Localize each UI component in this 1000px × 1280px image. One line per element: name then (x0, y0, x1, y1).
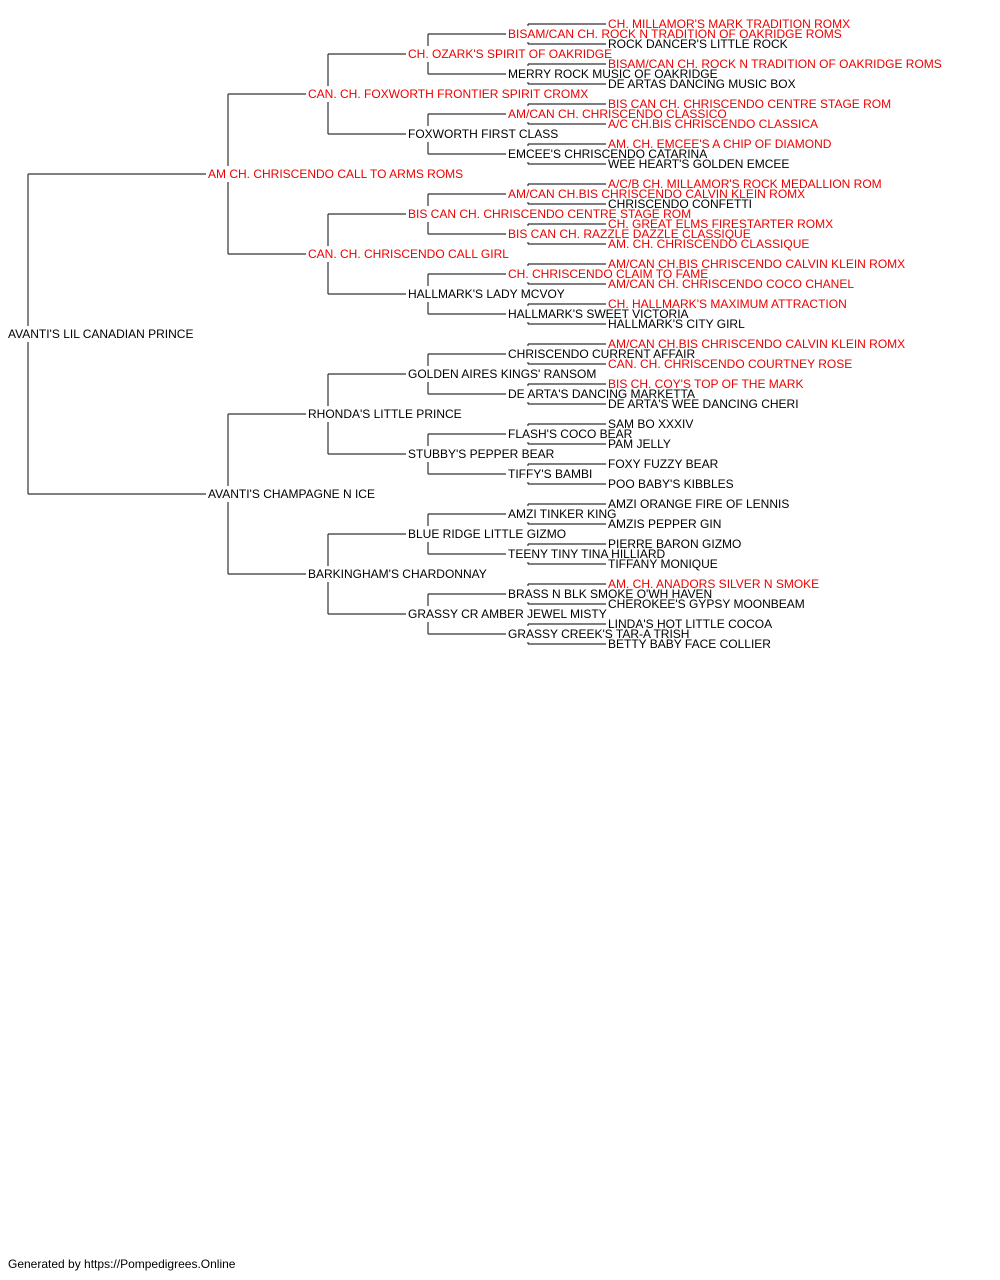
dog-name-gen-5: CH. HALLMARK'S MAXIMUM ATTRACTION (608, 297, 847, 311)
dog-name-gen-4: CH. CHRISCENDO CLAIM TO FAME (508, 267, 708, 281)
dog-name-gen-4: EMCEE'S CHRISCENDO CATARINA (508, 147, 707, 161)
dog-name-gen-5: CHEROKEE'S GYPSY MOONBEAM (608, 597, 805, 611)
dog-name-gen-5: HALLMARK'S CITY GIRL (608, 317, 745, 331)
dog-name-gen-5: AMZI ORANGE FIRE OF LENNIS (608, 497, 789, 511)
dog-name-gen-2: CAN. CH. CHRISCENDO CALL GIRL (308, 247, 509, 261)
dog-name-gen-5: ROCK DANCER'S LITTLE ROCK (608, 37, 788, 51)
dog-name-gen-4: TIFFY'S BAMBI (508, 467, 592, 481)
dog-name-gen-4: BISAM/CAN CH. ROCK N TRADITION OF OAKRID… (508, 27, 842, 41)
dog-name-gen-4: FLASH'S COCO BEAR (508, 427, 633, 441)
dog-name-gen-4: GRASSY CREEK'S TAR-A TRISH (508, 627, 689, 641)
dog-name-gen-5: BIS CH. COY'S TOP OF THE MARK (608, 377, 803, 391)
dog-name-gen-4: MERRY ROCK MUSIC OF OAKRIDGE (508, 67, 718, 81)
dog-name-gen-5: AM. CH. ANADORS SILVER N SMOKE (608, 577, 819, 591)
dog-name-gen-5: CH. GREAT ELMS FIRESTARTER ROMX (608, 217, 833, 231)
dog-name-gen-4: AM/CAN CH.BIS CHRISCENDO CALVIN KLEIN RO… (508, 187, 805, 201)
dog-name-gen-2: CAN. CH. FOXWORTH FRONTIER SPIRIT CROMX (308, 87, 588, 101)
dog-name-gen-3: BLUE RIDGE LITTLE GIZMO (408, 527, 566, 541)
dog-name-gen-5: TIFFANY MONIQUE (608, 557, 718, 571)
dog-name-gen-5: AM. CH. EMCEE'S A CHIP OF DIAMOND (608, 137, 832, 151)
dog-name-gen-3: STUBBY'S PEPPER BEAR (408, 447, 555, 461)
dog-name-gen-5: SAM BO XXXIV (608, 417, 693, 431)
dog-name-gen-3: GRASSY CR AMBER JEWEL MISTY (408, 607, 607, 621)
dog-name-gen-3: HALLMARK'S LADY MCVOY (408, 287, 565, 301)
dog-name-gen-4: HALLMARK'S SWEET VICTORIA (508, 307, 689, 321)
dog-name-gen-5: AM/CAN CH. CHRISCENDO COCO CHANEL (608, 277, 854, 291)
dog-name-gen-1: AM CH. CHRISCENDO CALL TO ARMS ROMS (208, 167, 463, 181)
dog-name-gen-3: BIS CAN CH. CHRISCENDO CENTRE STAGE ROM (408, 207, 691, 221)
dog-name-gen-4: BRASS N BLK SMOKE O'WH HAVEN (508, 587, 712, 601)
dog-name-gen-5: BISAM/CAN CH. ROCK N TRADITION OF OAKRID… (608, 57, 942, 71)
dog-name-gen-4: TEENY TINY TINA HILLIARD (508, 547, 666, 561)
dog-name-gen-5: CAN. CH. CHRISCENDO COURTNEY ROSE (608, 357, 852, 371)
dog-name-gen-4: AM/CAN CH. CHRISCENDO CLASSICO (508, 107, 727, 121)
dog-name-gen-3: GOLDEN AIRES KINGS' RANSOM (408, 367, 596, 381)
footer-credit: Generated by https://Pompedigrees.Online (8, 1257, 236, 1271)
dog-name-gen-5: DE ARTA'S WEE DANCING CHERI (608, 397, 799, 411)
dog-name-gen-5: AM/CAN CH.BIS CHRISCENDO CALVIN KLEIN RO… (608, 337, 905, 351)
dog-name-gen-3: FOXWORTH FIRST CLASS (408, 127, 558, 141)
dog-name-gen-2: RHONDA'S LITTLE PRINCE (308, 407, 462, 421)
dog-name-gen-5: AMZIS PEPPER GIN (608, 517, 721, 531)
dog-name-gen-5: BETTY BABY FACE COLLIER (608, 637, 771, 651)
dog-name-gen-5: PAM JELLY (608, 437, 671, 451)
dog-name-gen-5: CHRISCENDO CONFETTI (608, 197, 752, 211)
dog-name-gen-5: A/C CH.BIS CHRISCENDO CLASSICA (608, 117, 818, 131)
dog-name-gen-4: CHRISCENDO CURRENT AFFAIR (508, 347, 695, 361)
dog-name-gen-0: AVANTI'S LIL CANADIAN PRINCE (8, 327, 193, 341)
dog-name-gen-5: WEE HEART'S GOLDEN EMCEE (608, 157, 789, 171)
dog-name-gen-5: LINDA'S HOT LITTLE COCOA (608, 617, 772, 631)
dog-name-gen-5: BIS CAN CH. CHRISCENDO CENTRE STAGE ROM (608, 97, 891, 111)
dog-name-gen-5: POO BABY'S KIBBLES (608, 477, 734, 491)
dog-name-gen-4: AMZI TINKER KING (508, 507, 616, 521)
dog-name-gen-1: AVANTI'S CHAMPAGNE N ICE (208, 487, 375, 501)
dog-name-gen-2: BARKINGHAM'S CHARDONNAY (308, 567, 487, 581)
dog-name-gen-4: DE ARTA'S DANCING MARKETTA (508, 387, 695, 401)
dog-name-gen-5: CH. MILLAMOR'S MARK TRADITION ROMX (608, 17, 850, 31)
dog-name-gen-4: BIS CAN CH. RAZZLE DAZZLE CLASSIQUE (508, 227, 751, 241)
dog-name-gen-5: AM/CAN CH.BIS CHRISCENDO CALVIN KLEIN RO… (608, 257, 905, 271)
dog-name-gen-5: A/C/B CH. MILLAMOR'S ROCK MEDALLION ROM (608, 177, 882, 191)
dog-name-gen-5: PIERRE BARON GIZMO (608, 537, 741, 551)
dog-name-gen-3: CH. OZARK'S SPIRIT OF OAKRIDGE (408, 47, 612, 61)
dog-name-gen-5: DE ARTAS DANCING MUSIC BOX (608, 77, 796, 91)
dog-name-gen-5: FOXY FUZZY BEAR (608, 457, 719, 471)
dog-name-gen-5: AM. CH. CHRISCENDO CLASSIQUE (608, 237, 809, 251)
